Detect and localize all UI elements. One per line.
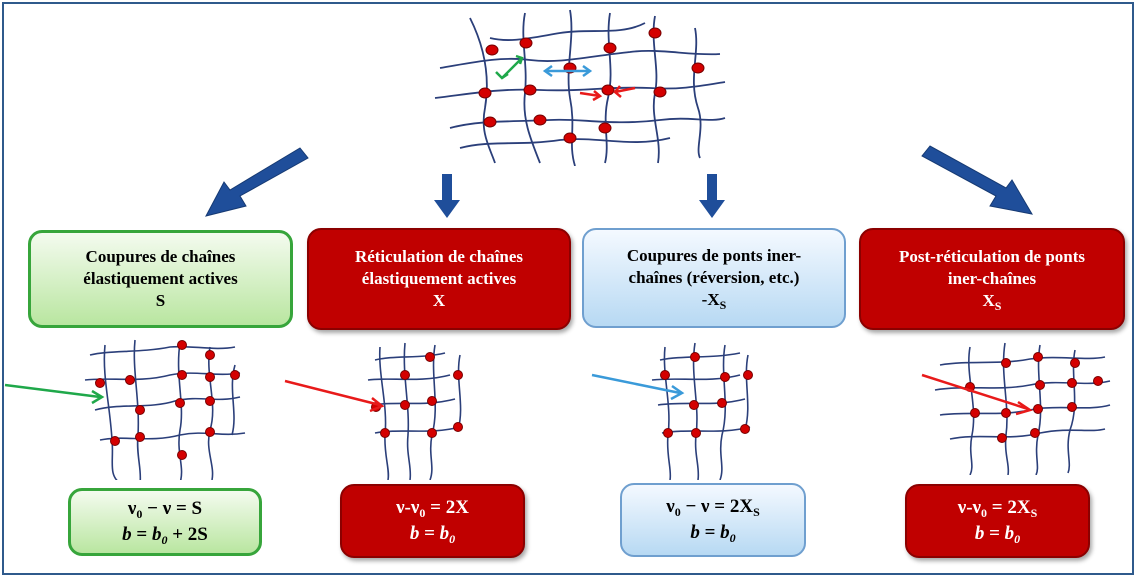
category-title-line2: iner-chaînes — [947, 269, 1037, 288]
equation-line1: ν0 − ν = 2XS — [666, 496, 760, 519]
category-box-post-crosslinking: Post-réticulation de ponts iner-chaînes … — [859, 228, 1125, 330]
top-polymer-network — [434, 9, 726, 166]
category-title-line2: élastiquement actives — [83, 269, 238, 288]
big-arrow-left — [205, 147, 309, 217]
category-title-line1: Coupures de chaînes — [85, 247, 236, 266]
category-symbol: -XS — [701, 290, 727, 312]
category-title-line2: chaînes (réversion, etc.) — [628, 268, 800, 287]
network-bridge-scission — [591, 342, 753, 480]
equation-line2: b = b0 — [974, 523, 1021, 546]
category-symbol: X — [432, 291, 446, 310]
equation-line2: b = b0 — [409, 523, 456, 546]
big-arrow-center-left — [434, 174, 460, 218]
big-arrow-right — [921, 145, 1033, 215]
network-post-crosslinking — [921, 342, 1111, 475]
category-title-line2: élastiquement actives — [361, 269, 517, 288]
network-crosslinking — [284, 342, 463, 480]
category-box-chain-scission: Coupures de chaînes élastiquement active… — [28, 230, 293, 328]
category-title-line1: Réticulation de chaînes — [354, 247, 524, 266]
category-box-crosslinking: Réticulation de chaînes élastiquement ac… — [307, 228, 571, 330]
big-arrow-center-right — [699, 174, 725, 218]
equation-line1: ν-ν0 = 2X — [396, 497, 469, 520]
equation-box-chain-scission: ν0 − ν = S b = b0 + 2S — [68, 488, 262, 556]
equation-line1: ν-ν0 = 2XS — [957, 497, 1038, 520]
equation-box-bridge-scission: ν0 − ν = 2XS b = b0 — [620, 483, 806, 557]
category-title-line1: Coupures de ponts iner- — [626, 246, 802, 265]
equation-line1: ν0 − ν = S — [127, 498, 203, 521]
network-chain-scission — [4, 339, 246, 480]
equation-box-post-crosslinking: ν-ν0 = 2XS b = b0 — [905, 484, 1090, 558]
equation-line2: b = b0 + 2S — [122, 524, 208, 547]
category-title-line1: Post-réticulation de ponts — [898, 247, 1086, 266]
category-box-bridge-scission: Coupures de ponts iner- chaînes (réversi… — [582, 228, 846, 328]
category-symbol: S — [155, 291, 166, 310]
category-symbol: XS — [982, 291, 1002, 313]
equation-line2: b = b0 — [690, 522, 736, 545]
equation-box-crosslinking: ν-ν0 = 2X b = b0 — [340, 484, 525, 558]
